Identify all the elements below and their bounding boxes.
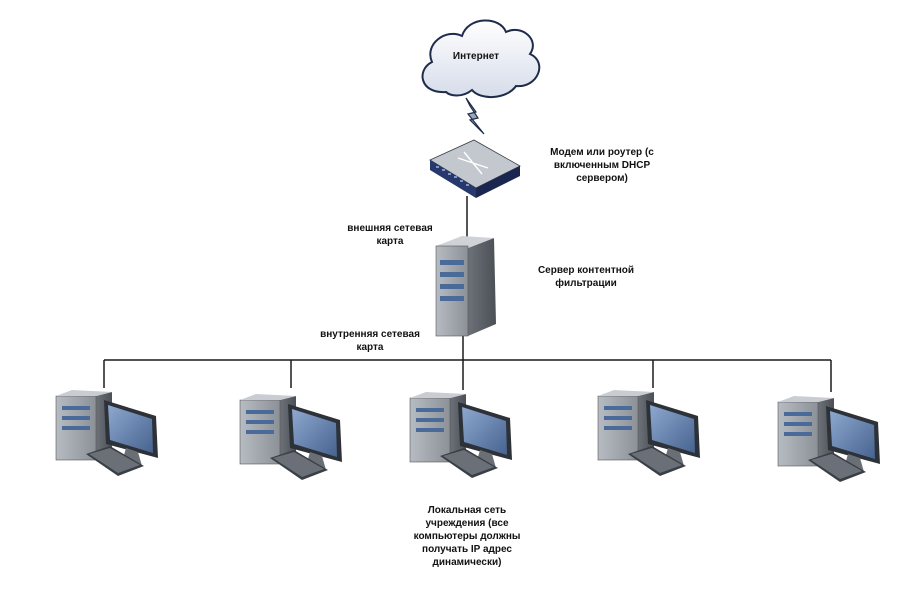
router-label-line-2: включенным DHCP (553, 160, 651, 171)
server-icon (435, 236, 496, 337)
lan-label-line-4: получать IP адрес (422, 544, 512, 555)
router-icon (429, 139, 521, 198)
workstation-icon-5 (777, 395, 881, 483)
server-label: Сервер контентной фильтрации (526, 264, 646, 290)
workstation-icon-3 (409, 391, 513, 479)
external-nic-line-2: карта (376, 236, 404, 247)
lan-label-line-2: учреждения (все (425, 518, 509, 529)
server-label-line-1: Сервер контентной (537, 265, 635, 276)
router-label-line-1: Модем или роутер (с (550, 147, 654, 158)
lightning-link-icon (465, 97, 485, 135)
lan-label-line-5: динамически) (432, 557, 502, 568)
internet-cloud-icon (421, 19, 541, 98)
lan-label-line-3: компьютеры должны (413, 531, 521, 542)
workstation-icon-1 (55, 389, 159, 477)
external-nic-label: внешняя сетевая карта (330, 222, 450, 248)
internal-nic-line-1: внутренняя сетевая (320, 329, 420, 340)
internal-nic-label: внутренняя сетевая карта (306, 328, 434, 354)
internet-label-text: Интернет (452, 51, 500, 62)
lan-label-line-1: Локальная сеть (427, 505, 507, 516)
internet-label: Интернет (446, 50, 506, 63)
router-label-line-3: сервером) (576, 173, 628, 184)
router-label: Модем или роутер (с включенным DHCP серв… (532, 146, 672, 185)
internal-nic-line-2: карта (356, 342, 384, 353)
external-nic-line-1: внешняя сетевая (347, 223, 433, 234)
lan-label: Локальная сеть учреждения (все компьютер… (412, 504, 522, 569)
server-label-line-2: фильтрации (555, 278, 617, 289)
workstation-icon-2 (239, 393, 343, 481)
workstation-icon-4 (597, 389, 701, 477)
